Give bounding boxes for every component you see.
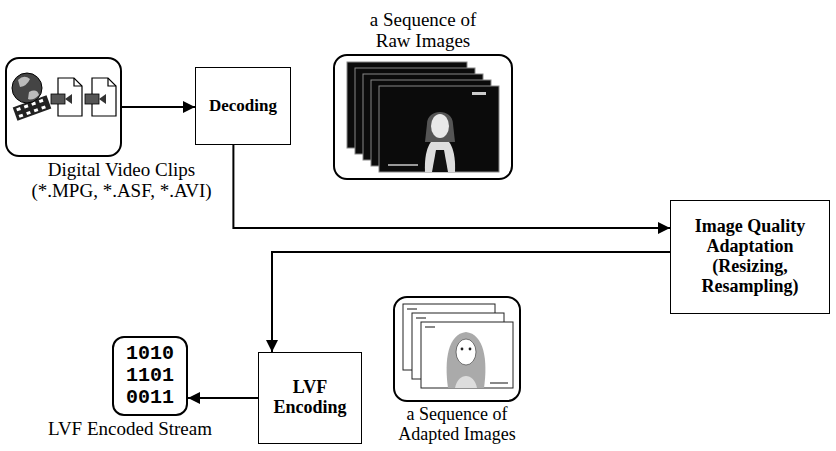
figure-hair — [425, 112, 455, 142]
figure-top — [432, 150, 448, 172]
flow-arrow — [122, 106, 195, 108]
caption-label: a Sequence of Adapted Images — [391, 405, 523, 445]
caption-label: a Sequence of Raw Images — [358, 10, 488, 52]
raw-frame — [379, 86, 499, 172]
flow-arrow — [188, 397, 258, 399]
camera-lens — [99, 94, 106, 104]
media-frame: a Sequence of Adapted Images — [393, 296, 521, 402]
caption-label: Digital Video Clips (*.MPG, *.ASF, *.AVI… — [19, 160, 224, 202]
figure-face — [456, 339, 476, 365]
film-hole — [24, 104, 29, 108]
connector-group — [122, 107, 670, 398]
camera-icon — [85, 94, 99, 104]
film-hole — [16, 107, 21, 111]
bit-stream-text: 1010 1101 0011 — [126, 343, 174, 409]
camera-icon — [51, 94, 65, 104]
raw-image-stack — [347, 62, 499, 172]
adapted-frame — [421, 322, 513, 388]
film-hole — [41, 105, 46, 109]
frame-mark — [416, 317, 426, 319]
document-fold — [74, 78, 82, 86]
flow-arrow — [272, 252, 670, 352]
frame-mark — [388, 164, 418, 166]
frame-mark — [407, 308, 417, 310]
process-box: Decoding — [195, 67, 291, 145]
box-label: Image Quality Adaptation (Resizing, Resa… — [684, 217, 816, 296]
film-hole — [39, 99, 44, 103]
globe-land — [28, 91, 39, 100]
caption-label: LVF Encoded Stream — [48, 419, 212, 440]
process-box: Image Quality Adaptation (Resizing, Resa… — [670, 200, 830, 314]
globe-land — [18, 77, 30, 87]
figure-eye — [469, 348, 472, 351]
figure-hair — [447, 332, 486, 388]
box-label: Decoding — [209, 97, 277, 116]
media-frame: Digital Video Clips (*.MPG, *.ASF, *.AVI… — [5, 57, 122, 157]
film-hole — [34, 108, 39, 112]
video-clip-icons — [12, 73, 116, 121]
document-fold — [108, 78, 116, 86]
process-box: LVF Encoding — [258, 352, 362, 444]
adapted-image-stack — [403, 304, 513, 388]
figure-eye — [461, 348, 464, 351]
figure-face — [431, 114, 449, 138]
box-label: LVF Encoding — [267, 378, 353, 418]
frame-mark — [490, 382, 508, 384]
globe — [12, 73, 42, 103]
frame-mark — [472, 92, 486, 95]
film-hole — [19, 114, 24, 118]
frame-mark — [425, 326, 435, 328]
film-hole — [26, 111, 31, 115]
figure-body — [455, 376, 477, 388]
camera-lens — [65, 94, 72, 104]
flow-arrow — [233, 145, 670, 228]
media-frame: 1010 1101 0011LVF Encoded Stream — [112, 336, 188, 416]
media-frame: a Sequence of Raw Images — [333, 54, 513, 180]
